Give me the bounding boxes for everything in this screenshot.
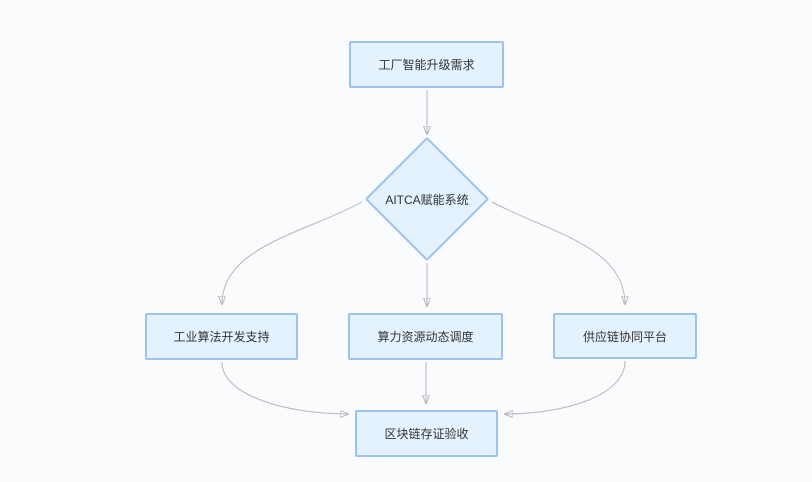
node-start-label: 工厂智能升级需求: [378, 58, 475, 72]
edge-left-end: [221, 361, 348, 414]
node-end-label: 区块链存证验收: [384, 427, 469, 441]
node-branch-middle[interactable]: 算力资源动态调度: [348, 313, 503, 360]
node-branch-right[interactable]: 供应链协同平台: [553, 313, 697, 359]
node-end[interactable]: 区块链存证验收: [355, 410, 498, 457]
node-branch-left-label: 工业算法开发支持: [173, 330, 270, 344]
edge-right-end: [505, 360, 626, 414]
node-branch-right-label: 供应链协同平台: [582, 329, 667, 344]
node-decision-label: AITCA赋能系统: [385, 192, 469, 207]
edge-decision-left: [222, 201, 363, 304]
node-branch-left[interactable]: 工业算法开发支持: [145, 313, 298, 360]
node-decision[interactable]: AITCA赋能系统: [361, 133, 493, 265]
edge-decision-right: [491, 201, 625, 304]
node-branch-middle-label: 算力资源动态调度: [377, 330, 474, 344]
node-start[interactable]: 工厂智能升级需求: [349, 41, 504, 88]
